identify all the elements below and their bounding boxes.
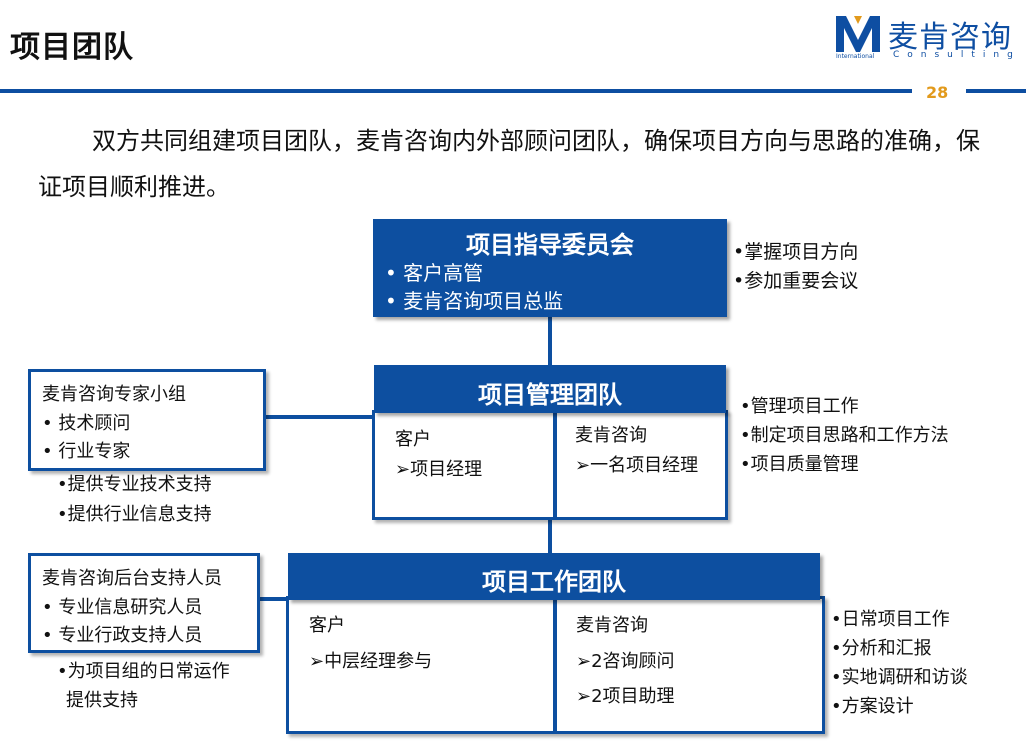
backoffice-item: • 专业行政支持人员: [42, 625, 203, 646]
expert-group-item: • 技术顾问: [42, 413, 131, 434]
working-mk-item: ➢2咨询顾问: [576, 651, 675, 672]
working-duties-list: •日常项目工作 •分析和汇报 •实地调研和访谈 •方案设计: [831, 605, 968, 721]
steering-member: • 麦肯咨询项目总监: [385, 289, 564, 313]
steering-duty: •参加重要会议: [733, 270, 859, 292]
steering-duties-list: •掌握项目方向 •参加重要会议: [733, 238, 858, 296]
working-team-body: 客户 ➢中层经理参与 麦肯咨询 ➢2咨询顾问 ➢2项目助理: [286, 596, 825, 734]
working-duty: •分析和汇报: [831, 638, 932, 659]
management-duty: •项目质量管理: [740, 454, 859, 475]
management-team-body: 客户 ➢项目经理 麦肯咨询 ➢一名项目经理: [372, 410, 728, 520]
working-duty: •日常项目工作: [831, 609, 950, 630]
working-mk-label: 麦肯咨询: [576, 615, 648, 636]
expert-support-item: •提供专业技术支持: [57, 474, 212, 495]
management-mk-label: 麦肯咨询: [575, 425, 647, 446]
management-mk-item: ➢一名项目经理: [575, 455, 699, 476]
page-number: 28: [926, 83, 949, 102]
steering-member: • 客户高管: [385, 261, 484, 285]
connector-management-working: [548, 514, 552, 556]
backoffice-box: 麦肯咨询后台支持人员 • 专业信息研究人员 • 专业行政支持人员: [28, 553, 260, 653]
steering-committee-title: 项目指导委员会: [466, 231, 634, 259]
working-divider: [553, 599, 557, 731]
management-team-title: 项目管理团队: [478, 381, 622, 409]
logo-international-text: International: [836, 53, 875, 60]
working-team-title: 项目工作团队: [482, 568, 626, 596]
working-duty: •实地调研和访谈: [831, 667, 968, 688]
connector-steering-management: [548, 316, 552, 366]
working-duty: •方案设计: [831, 696, 914, 717]
intro-paragraph: 双方共同组建项目团队，麦肯咨询内外部顾问团队，确保项目方向与思路的准确，保证项目…: [38, 127, 980, 201]
working-client-item: ➢中层经理参与: [309, 651, 433, 672]
connector-experts-management: [265, 415, 376, 419]
expert-group-item: • 行业专家: [42, 441, 131, 462]
header-rule-left: [0, 89, 912, 93]
backoffice-support-line: •为项目组的日常运作: [57, 661, 230, 682]
page-title: 项目团队: [10, 30, 134, 65]
management-duty: •管理项目工作: [740, 396, 859, 417]
expert-group-box: 麦肯咨询专家小组 • 技术顾问 • 行业专家: [28, 369, 266, 471]
management-team-header: 项目管理团队: [374, 365, 726, 413]
steering-duty: •掌握项目方向: [733, 241, 859, 263]
backoffice-support-line: 提供支持: [66, 690, 138, 711]
logo-chinese-text: 麦肯咨询: [888, 20, 1012, 55]
working-mk-item: ➢2项目助理: [576, 686, 675, 707]
management-duties-list: •管理项目工作 •制定项目思路和工作方法 •项目质量管理: [740, 392, 949, 479]
expert-support-list: •提供专业技术支持 •提供行业信息支持: [57, 470, 212, 530]
expert-support-item: •提供行业信息支持: [57, 504, 212, 525]
connector-backoffice-working: [257, 597, 290, 601]
management-divider: [553, 413, 557, 517]
expert-group-title: 麦肯咨询专家小组: [42, 384, 186, 405]
logo-m-icon: [836, 16, 880, 52]
backoffice-title: 麦肯咨询后台支持人员: [42, 568, 222, 589]
management-duty: •制定项目思路和工作方法: [740, 425, 949, 446]
working-client-label: 客户: [309, 615, 345, 636]
header-rule-right: [966, 89, 1026, 93]
management-client-item: ➢项目经理: [395, 459, 483, 480]
backoffice-item: • 专业信息研究人员: [42, 597, 203, 618]
logo-english-text: Consulting: [893, 50, 1021, 60]
management-client-label: 客户: [395, 429, 431, 450]
steering-committee-box: 项目指导委员会 • 客户高管 • 麦肯咨询项目总监: [373, 219, 727, 317]
working-team-header: 项目工作团队: [288, 553, 820, 600]
